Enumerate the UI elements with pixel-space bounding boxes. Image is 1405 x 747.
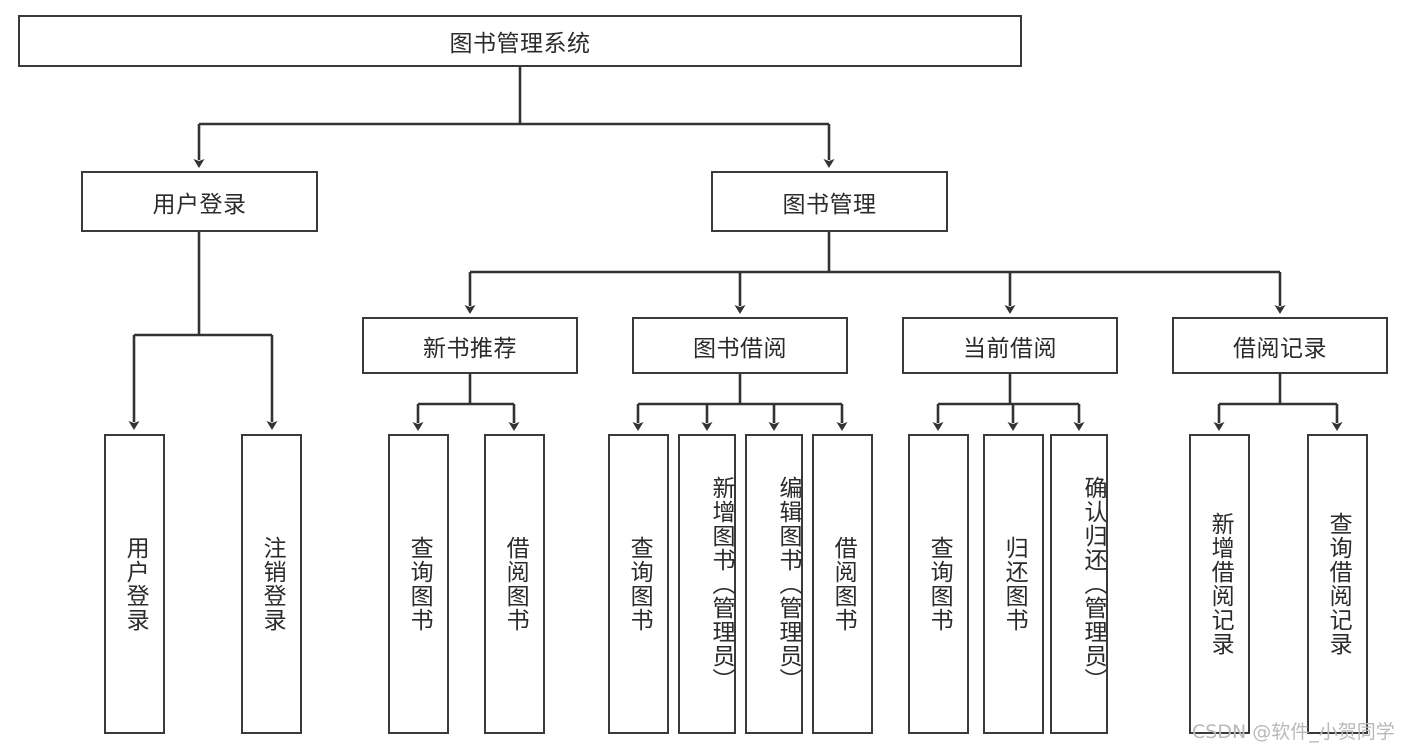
node-book-manage[interactable]: 图书管理 [711,171,948,232]
edges-borrow-to-leaves [632,374,848,431]
leaf-borrow-book-recommend[interactable]: 借阅图书 [484,434,545,734]
node-root-system[interactable]: 图书管理系统 [18,15,1022,67]
leaf-return-book[interactable]: 归还图书 [983,434,1044,734]
leaf-query-book-recommend[interactable]: 查询图书 [388,434,449,734]
node-label: 查询图书 [626,536,653,632]
node-label: 归还图书 [1001,536,1028,632]
node-label: 借阅图书 [502,536,529,632]
node-user-login[interactable]: 用户登录 [81,171,318,232]
leaf-user-login[interactable]: 用户登录 [104,434,165,734]
leaf-edit-book-admin[interactable]: 编辑图书（管理员） [745,434,803,734]
node-label: 图书借阅 [693,335,787,362]
node-label: 图书管理系统 [449,31,591,57]
node-label: 用户登录 [122,536,149,632]
node-label: 新增图书（管理员） [708,476,734,692]
node-label: 新书推荐 [423,335,517,362]
edges-currentborrow-to-leaves [932,374,1085,431]
node-label: 确认归还（管理员） [1080,476,1106,692]
leaf-logout-login[interactable]: 注销登录 [241,434,302,734]
edges-root-to-level2 [193,67,835,168]
node-label: 查询图书 [406,536,433,632]
leaf-add-book-admin[interactable]: 新增图书（管理员） [678,434,736,734]
node-book-borrow[interactable]: 图书借阅 [632,317,848,374]
node-new-book-recommend[interactable]: 新书推荐 [362,317,578,374]
node-label: 用户登录 [152,191,247,218]
node-label: 查询图书 [926,536,953,632]
node-label: 借阅图书 [830,536,857,632]
node-label: 借阅记录 [1233,335,1327,362]
edges-bookmanage-to-level3 [464,232,1286,314]
edges-record-to-leaves [1213,374,1343,431]
node-label: 图书管理 [782,191,877,218]
leaf-query-borrow-record[interactable]: 查询借阅记录 [1307,434,1368,734]
leaf-add-borrow-record[interactable]: 新增借阅记录 [1189,434,1250,734]
leaf-borrow-book-borrow[interactable]: 借阅图书 [812,434,873,734]
leaf-confirm-return-admin[interactable]: 确认归还（管理员） [1050,434,1108,734]
edges-recommend-to-leaves [412,374,520,431]
node-label: 当前借阅 [963,335,1057,362]
leaf-query-book-borrow[interactable]: 查询图书 [608,434,669,734]
node-label: 新增借阅记录 [1207,512,1234,656]
node-current-borrow[interactable]: 当前借阅 [902,317,1118,374]
node-label: 编辑图书（管理员） [775,476,801,692]
node-label: 注销登录 [259,536,286,632]
node-borrow-record[interactable]: 借阅记录 [1172,317,1388,374]
leaf-query-book-current[interactable]: 查询图书 [908,434,969,734]
node-label: 查询借阅记录 [1325,512,1352,656]
edges-userlogin-to-leaves [128,232,278,430]
